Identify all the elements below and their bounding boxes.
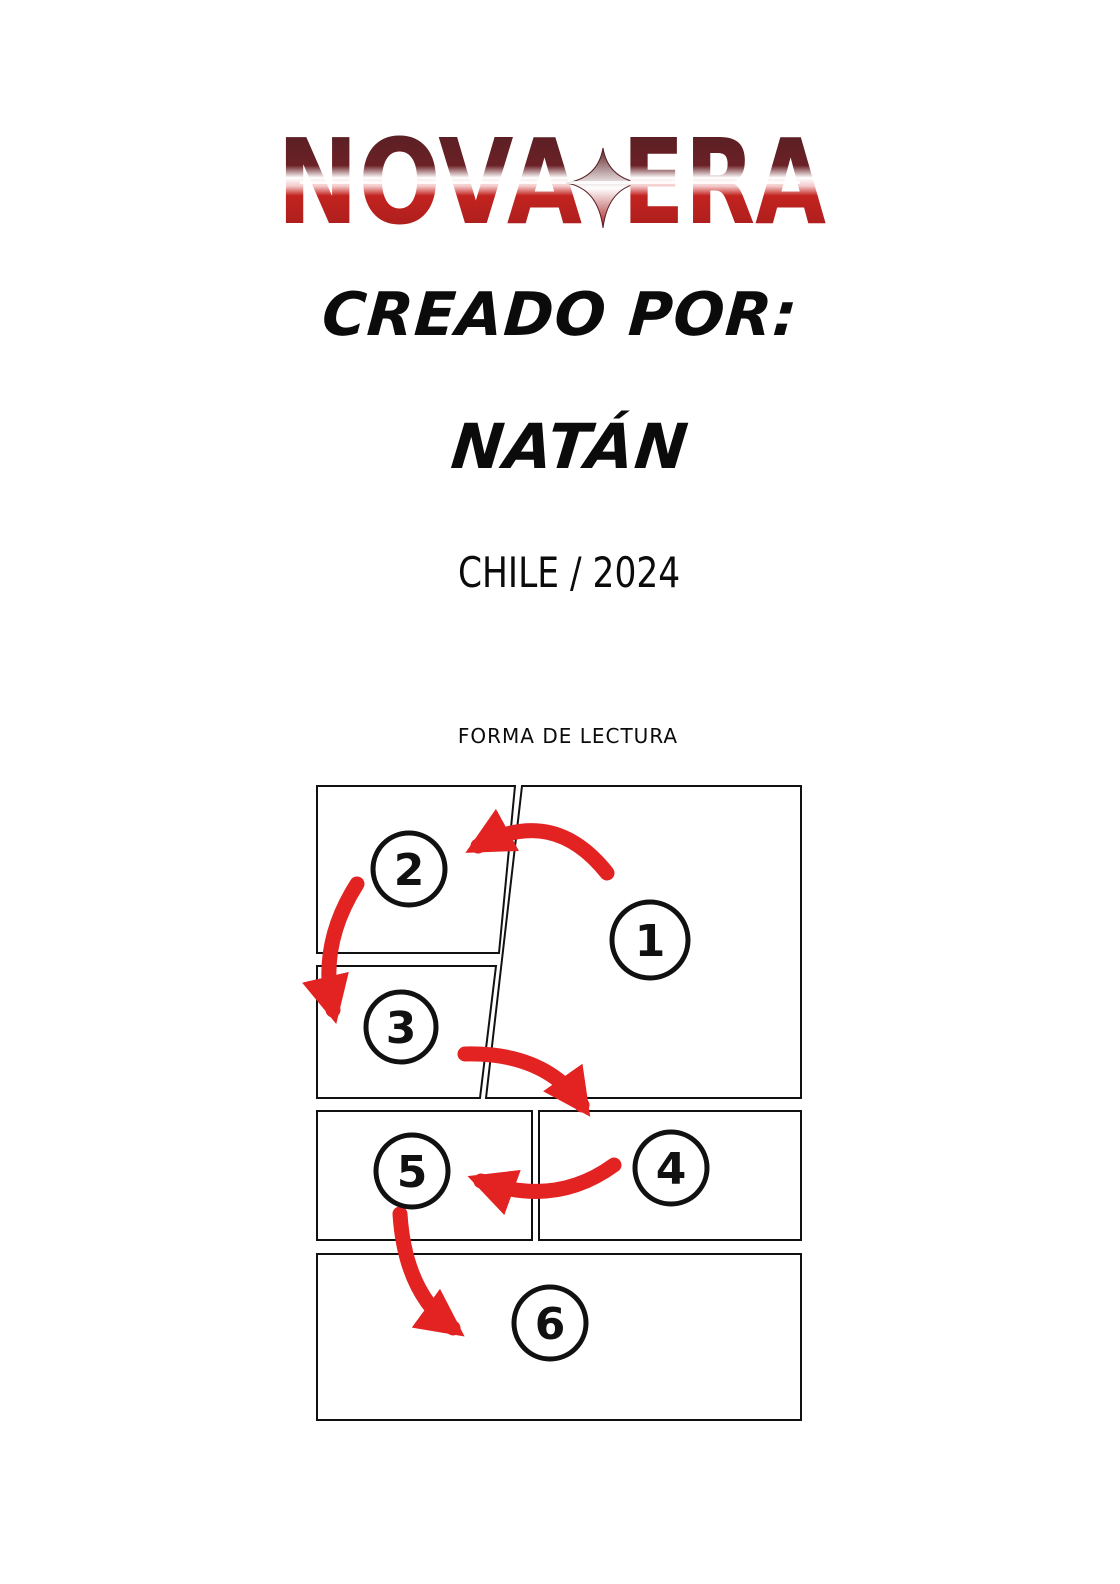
logo-star-icon — [565, 147, 641, 229]
panel-1-badge: 1 — [609, 899, 691, 981]
country-year: CHILE / 2024 — [457, 548, 681, 597]
panel-6-number: 6 — [535, 1299, 566, 1350]
panel-4-badge: 4 — [632, 1129, 710, 1207]
reading-order-label: FORMA DE LECTURA — [457, 724, 679, 748]
panel-3-badge: 3 — [363, 989, 439, 1065]
arrow-1-to-2 — [465, 808, 615, 881]
arrow-2-to-3 — [302, 876, 365, 1025]
panel-6-badge: 6 — [511, 1284, 589, 1362]
reading-order-arrows — [302, 808, 622, 1337]
panel-4-number: 4 — [656, 1144, 687, 1195]
panel-2-badge: 2 — [370, 830, 448, 908]
panel-number-badges: 1 2 3 4 5 6 — [363, 830, 710, 1362]
arrow-3-to-4 — [457, 1046, 591, 1117]
arrow-4-to-5 — [467, 1157, 622, 1216]
panel-2-number: 2 — [394, 845, 425, 896]
panel-5-number: 5 — [397, 1147, 428, 1198]
panel-3-number: 3 — [386, 1003, 417, 1054]
panel-5-badge: 5 — [373, 1132, 451, 1210]
nova-era-logo: NOVA ERA — [277, 113, 826, 251]
arrow-5-to-6 — [392, 1206, 465, 1337]
panel-1-number: 1 — [635, 916, 666, 967]
logo-shine-line — [300, 181, 800, 184]
